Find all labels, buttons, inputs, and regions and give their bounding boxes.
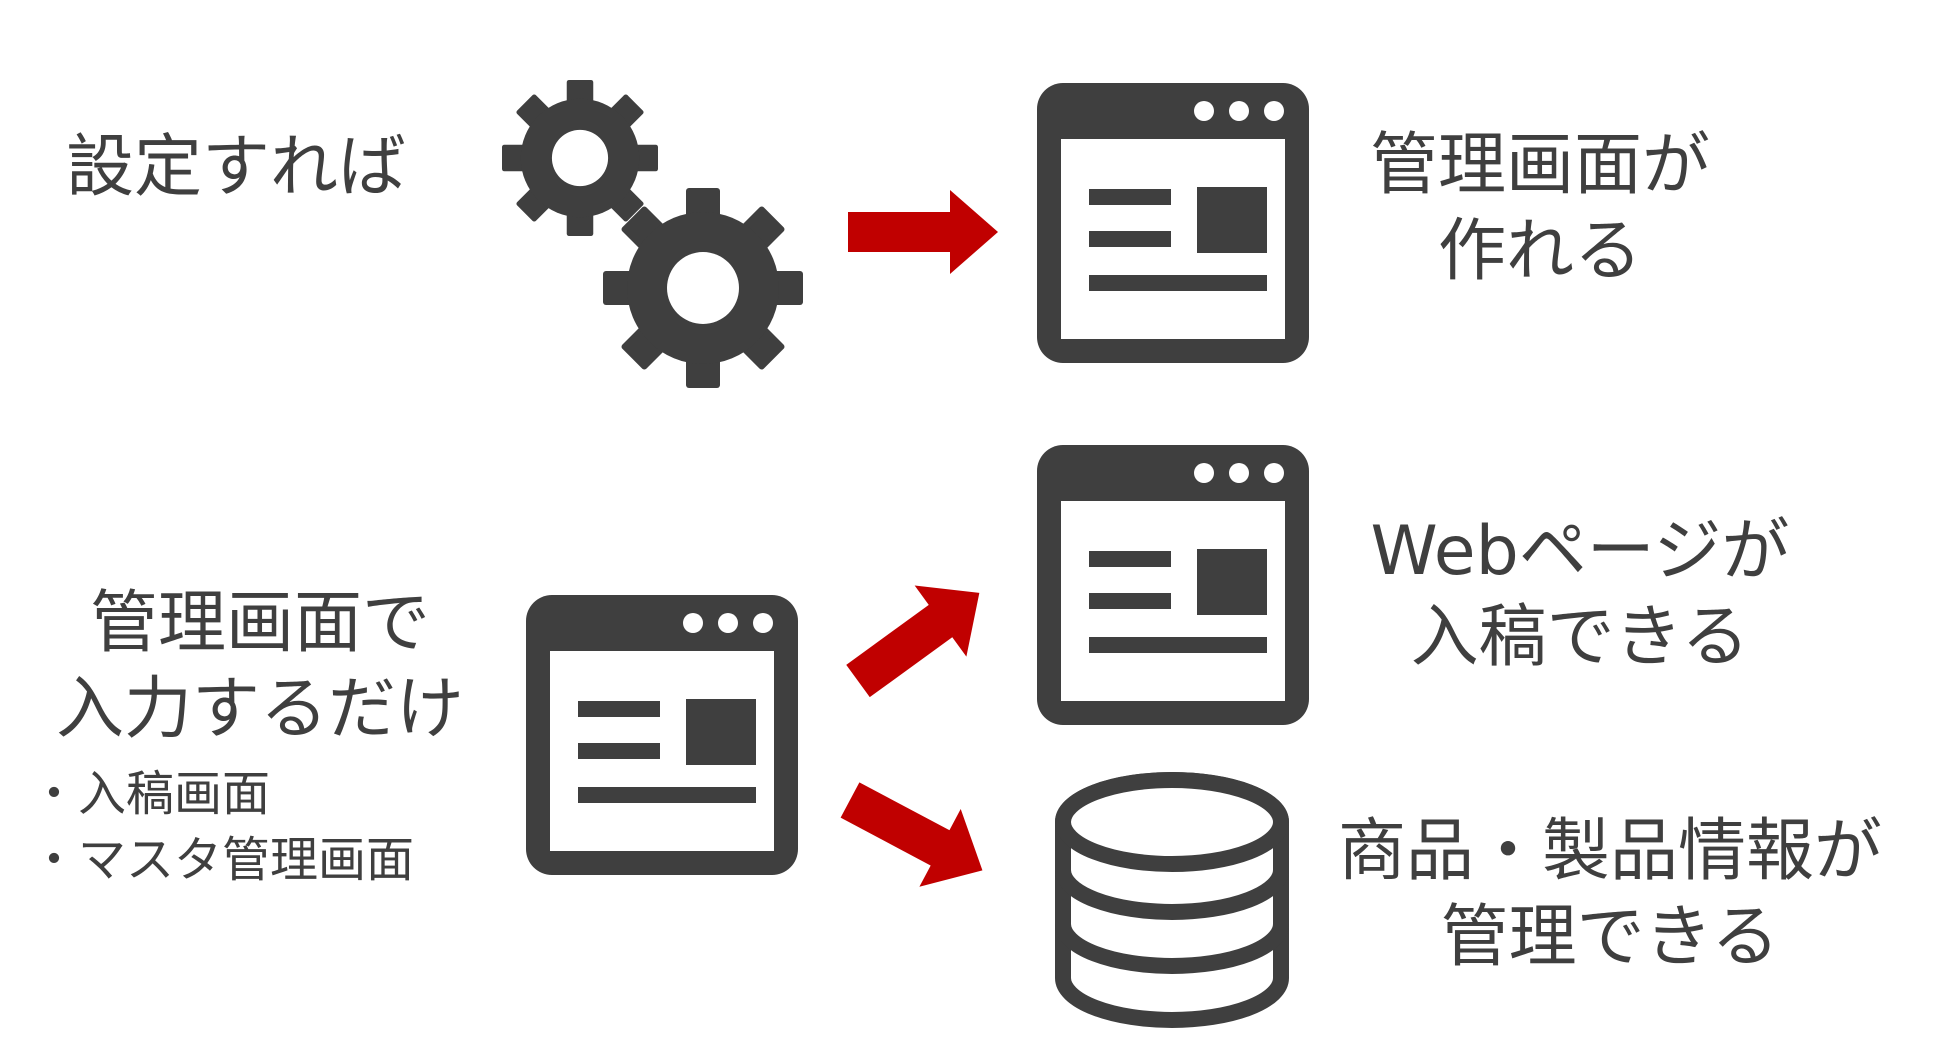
arrow-right-icon [848,190,998,274]
gears-icon [502,80,803,388]
database-icon [1055,772,1289,1028]
admin-result-line-1: 管理画面が [1369,126,1710,205]
arrow-down-right-icon [840,782,983,887]
web-result-line-2: 入稿できる [1410,598,1750,677]
db-result-line-1: 商品・製品情報が [1337,812,1882,891]
input-label-line-1: 管理画面で [89,584,430,663]
arrow-up-right-icon [846,585,980,698]
admin-screen-icon [1037,83,1309,363]
input-item-entry-screen: ・入稿画面 [30,766,271,822]
input-item-master-screen: ・マスタ管理画面 [30,832,415,888]
input-label-line-2: 入力するだけ [55,670,464,749]
input-screen-icon [526,595,798,875]
db-result-line-2: 管理できる [1440,898,1780,977]
web-result-line-1: Webページが [1370,512,1790,591]
admin-result-line-2: 作れる [1437,212,1642,291]
web-page-icon [1037,445,1309,725]
settings-label: 設定すれば [66,128,407,207]
